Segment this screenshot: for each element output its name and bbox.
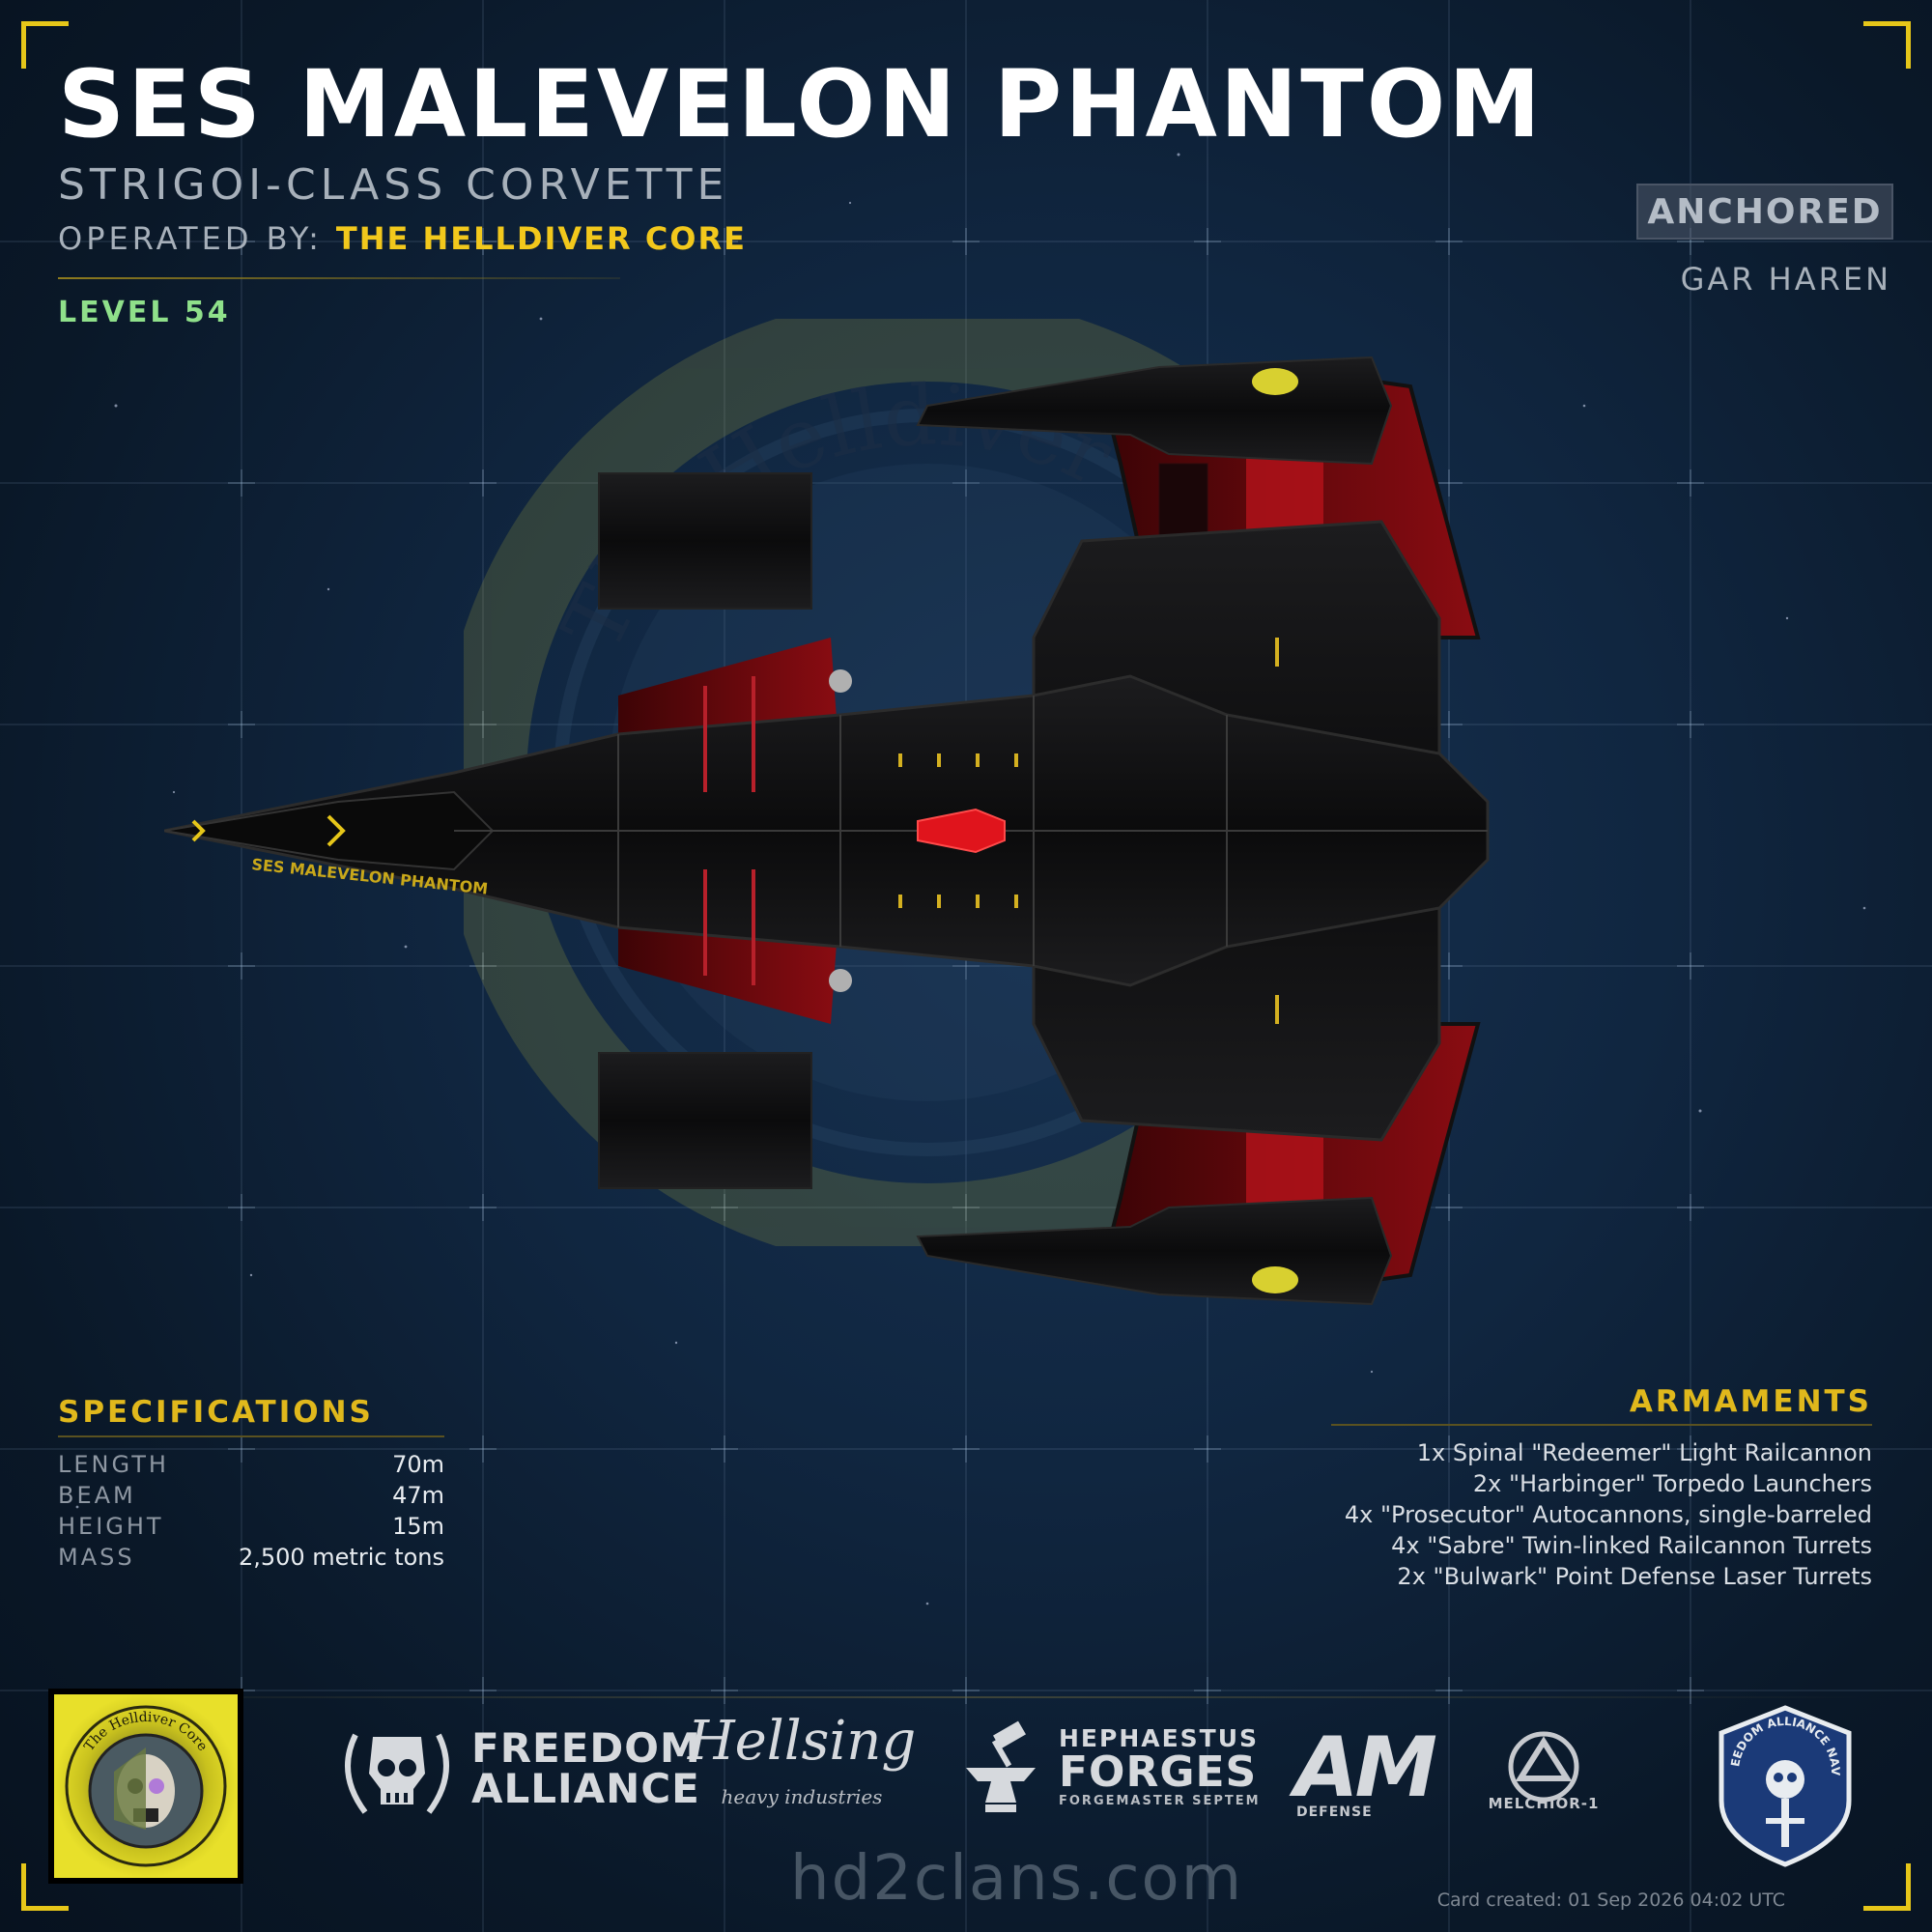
ship-level: LEVEL 54	[58, 296, 231, 329]
melchior-logo[interactable]: MELCHIOR-1	[1484, 1716, 1604, 1822]
spec-label: MASS	[58, 1544, 135, 1571]
armament-item: 4x "Prosecutor" Autocannons, single-barr…	[1344, 1501, 1872, 1528]
hephaestus-forges-logo[interactable]: HEPHAESTUS FORGES FORGEMASTER SEPTEM	[956, 1719, 1261, 1816]
specifications-table: LENGTH 70m BEAM 47m HEIGHT 15m MASS 2,50…	[58, 1449, 444, 1573]
armament-item: 1x Spinal "Redeemer" Light Railcannon	[1416, 1439, 1872, 1466]
freedom-alliance-wordmark: FREEDOM ALLIANCE	[471, 1728, 701, 1809]
armament-item: 2x "Harbinger" Torpedo Launchers	[1472, 1470, 1872, 1497]
fa-line-1: FREEDOM	[471, 1724, 701, 1772]
spec-row: BEAM 47m	[58, 1480, 444, 1511]
spec-label: HEIGHT	[58, 1513, 164, 1540]
hellsing-subtitle: heavy industries	[721, 1785, 883, 1808]
spec-label: LENGTH	[58, 1451, 169, 1478]
skull-wreath-icon	[345, 1733, 449, 1814]
armament-item: 4x "Sabre" Twin-linked Railcannon Turret…	[1391, 1532, 1872, 1559]
operated-by-label: OPERATED BY:	[58, 220, 323, 257]
corner-bracket-bottom-left	[21, 1863, 69, 1911]
spec-row: LENGTH 70m	[58, 1449, 444, 1480]
clan-badge-icon: The Helldiver Core	[54, 1694, 238, 1878]
spec-row: MASS 2,500 metric tons	[58, 1542, 444, 1573]
spec-label: BEAM	[58, 1482, 136, 1509]
ship-illustration: SES MALEVELON PHANTOM	[164, 355, 1490, 1306]
navy-shield-icon[interactable]: FREEDOM ALLIANCE NAVY	[1718, 1704, 1853, 1868]
armament-item: 2x "Bulwark" Point Defense Laser Turrets	[1397, 1563, 1872, 1590]
melchior-wordmark: MELCHIOR-1	[1488, 1795, 1600, 1812]
hephaestus-wordmark: HEPHAESTUS FORGES FORGEMASTER SEPTEM	[1059, 1726, 1261, 1809]
operated-by: OPERATED BY: THE HELLDIVER CORE	[58, 220, 747, 257]
spec-row: HEIGHT 15m	[58, 1511, 444, 1542]
am-wordmark: AM	[1294, 1719, 1437, 1816]
ship-location: GAR HAREN	[1680, 261, 1891, 298]
corner-bracket-bottom-right	[1863, 1863, 1911, 1911]
armaments-heading: ARMAMENTS	[1629, 1384, 1872, 1419]
anvil-hammer-icon	[966, 1720, 1036, 1812]
am-subtitle: DEFENSE	[1296, 1804, 1373, 1820]
clan-logo[interactable]: The Helldiver Core	[48, 1689, 243, 1884]
status-badge: ANCHORED	[1636, 184, 1893, 240]
fa-line-2: ALLIANCE	[471, 1765, 700, 1812]
spec-value: 47m	[392, 1482, 444, 1509]
hellsing-logo[interactable]: Hellsing heavy industries	[684, 1710, 920, 1826]
corner-bracket-top-right	[1863, 21, 1911, 69]
hf-line-1: HEPHAESTUS	[1059, 1724, 1260, 1752]
specifications-heading: SPECIFICATIONS	[58, 1395, 374, 1430]
hf-line-3: FORGEMASTER SEPTEM	[1059, 1794, 1261, 1808]
melchior-circle-icon	[1508, 1731, 1579, 1803]
hellsing-wordmark: Hellsing	[687, 1710, 917, 1773]
site-url[interactable]: hd2clans.com	[790, 1843, 1244, 1915]
ship-class: STRIGOI-CLASS CORVETTE	[58, 160, 729, 210]
footer-divider	[58, 1696, 1874, 1698]
am-defense-logo[interactable]: AM DEFENSE	[1294, 1719, 1449, 1822]
spec-value: 70m	[392, 1451, 444, 1478]
ship-name: SES MALEVELON PHANTOM	[58, 50, 1544, 158]
operator-name[interactable]: THE HELLDIVER CORE	[335, 220, 747, 257]
armaments-list: 1x Spinal "Redeemer" Light Railcannon 2x…	[1196, 1437, 1872, 1592]
armaments-divider	[1331, 1424, 1872, 1426]
spec-value: 2,500 metric tons	[238, 1544, 444, 1571]
header-divider	[58, 277, 620, 279]
hf-line-2: FORGES	[1059, 1747, 1258, 1797]
spec-value: 15m	[392, 1513, 444, 1540]
card-created-timestamp: Card created: 01 Sep 2026 04:02 UTC	[1436, 1889, 1785, 1911]
corner-bracket-top-left	[21, 21, 69, 69]
freedom-alliance-logo[interactable]: FREEDOM ALLIANCE	[336, 1716, 701, 1822]
specifications-divider	[58, 1435, 444, 1437]
